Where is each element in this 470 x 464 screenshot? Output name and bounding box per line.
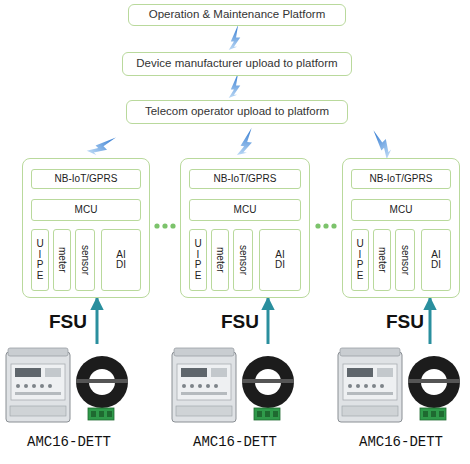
platform-box: Device manufacturer upload to platform bbox=[122, 52, 352, 76]
module-box: U I P E bbox=[351, 229, 369, 291]
ellipsis-dot bbox=[323, 223, 328, 228]
module-box: NB-IoT/GPRS bbox=[31, 169, 141, 189]
wireless-bolt bbox=[237, 126, 254, 156]
box-label: U I P E bbox=[36, 239, 43, 281]
module-box: MCU bbox=[351, 199, 451, 221]
device-node: AMC16-DETT bbox=[336, 344, 466, 428]
device-node: AMC16-DETT bbox=[4, 344, 134, 428]
ellipsis-dot bbox=[154, 223, 159, 228]
wireless-bolt bbox=[229, 25, 241, 50]
box-label: U I P E bbox=[194, 239, 201, 281]
module-box: meter bbox=[211, 229, 229, 291]
box-label: U I P E bbox=[356, 239, 363, 281]
box-label: MCU bbox=[390, 204, 413, 216]
wireless-bolt bbox=[365, 128, 396, 159]
box-label: meter bbox=[56, 247, 68, 273]
box-label: NB-IoT/GPRS bbox=[214, 173, 277, 185]
module-box: sensor bbox=[395, 229, 415, 291]
upload-arrow bbox=[429, 298, 432, 344]
module-box: NB-IoT/GPRS bbox=[189, 169, 301, 189]
ellipsis-dot bbox=[162, 223, 167, 228]
box-label: NB-IoT/GPRS bbox=[55, 173, 118, 185]
wireless-bolt bbox=[229, 73, 241, 98]
module-box: MCU bbox=[189, 199, 301, 221]
platform-box: Operation & Maintenance Platform bbox=[128, 4, 346, 26]
ellipsis-dot bbox=[331, 223, 336, 228]
module-box: AI DI bbox=[101, 229, 141, 291]
box-label: AI DI bbox=[431, 250, 441, 271]
fsu-box: FSUNB-IoT/GPRSMCUU I P EmetersensorAI DI bbox=[342, 158, 460, 298]
module-box: sensor bbox=[233, 229, 253, 291]
device-node: AMC16-DETT bbox=[170, 344, 300, 428]
module-box: U I P E bbox=[31, 229, 49, 291]
device-label: AMC16-DETT bbox=[4, 434, 134, 450]
module-box: AI DI bbox=[421, 229, 451, 291]
upload-arrow bbox=[96, 298, 99, 344]
ellipsis-dot bbox=[170, 223, 175, 228]
box-label: MCU bbox=[234, 204, 257, 216]
box-label: sensor bbox=[79, 245, 91, 275]
fsu-label: FSU bbox=[49, 311, 87, 333]
box-label: sensor bbox=[399, 245, 411, 275]
device-label: AMC16-DETT bbox=[336, 434, 466, 450]
box-label: Device manufacturer upload to platform bbox=[136, 57, 337, 70]
ellipsis-dot bbox=[315, 223, 320, 228]
module-box: meter bbox=[373, 229, 391, 291]
fsu-box: FSUNB-IoT/GPRSMCUU I P EmetersensorAI DI bbox=[22, 158, 150, 298]
upload-arrow bbox=[267, 298, 270, 344]
box-label: AI DI bbox=[116, 250, 126, 271]
module-box: sensor bbox=[75, 229, 95, 291]
meter-illustration bbox=[338, 348, 460, 422]
box-label: Operation & Maintenance Platform bbox=[149, 8, 325, 21]
box-label: AI DI bbox=[275, 250, 285, 271]
fsu-label: FSU bbox=[221, 311, 259, 333]
device-label: AMC16-DETT bbox=[170, 434, 300, 450]
module-box: meter bbox=[53, 229, 71, 291]
box-label: NB-IoT/GPRS bbox=[370, 173, 433, 185]
box-label: meter bbox=[376, 247, 388, 273]
meter-illustration bbox=[172, 348, 294, 422]
fsu-label: FSU bbox=[386, 311, 424, 333]
platform-box: Telecom operator upload to platform bbox=[126, 100, 348, 124]
wireless-bolt bbox=[87, 129, 118, 160]
box-label: sensor bbox=[237, 245, 249, 275]
module-box: NB-IoT/GPRS bbox=[351, 169, 451, 189]
box-label: Telecom operator upload to platform bbox=[145, 105, 329, 118]
box-label: meter bbox=[214, 247, 226, 273]
meter-illustration bbox=[6, 348, 128, 422]
module-box: AI DI bbox=[259, 229, 301, 291]
box-label: MCU bbox=[75, 204, 98, 216]
module-box: MCU bbox=[31, 199, 141, 221]
fsu-box: FSUNB-IoT/GPRSMCUU I P EmetersensorAI DI bbox=[180, 158, 310, 298]
module-box: U I P E bbox=[189, 229, 207, 291]
